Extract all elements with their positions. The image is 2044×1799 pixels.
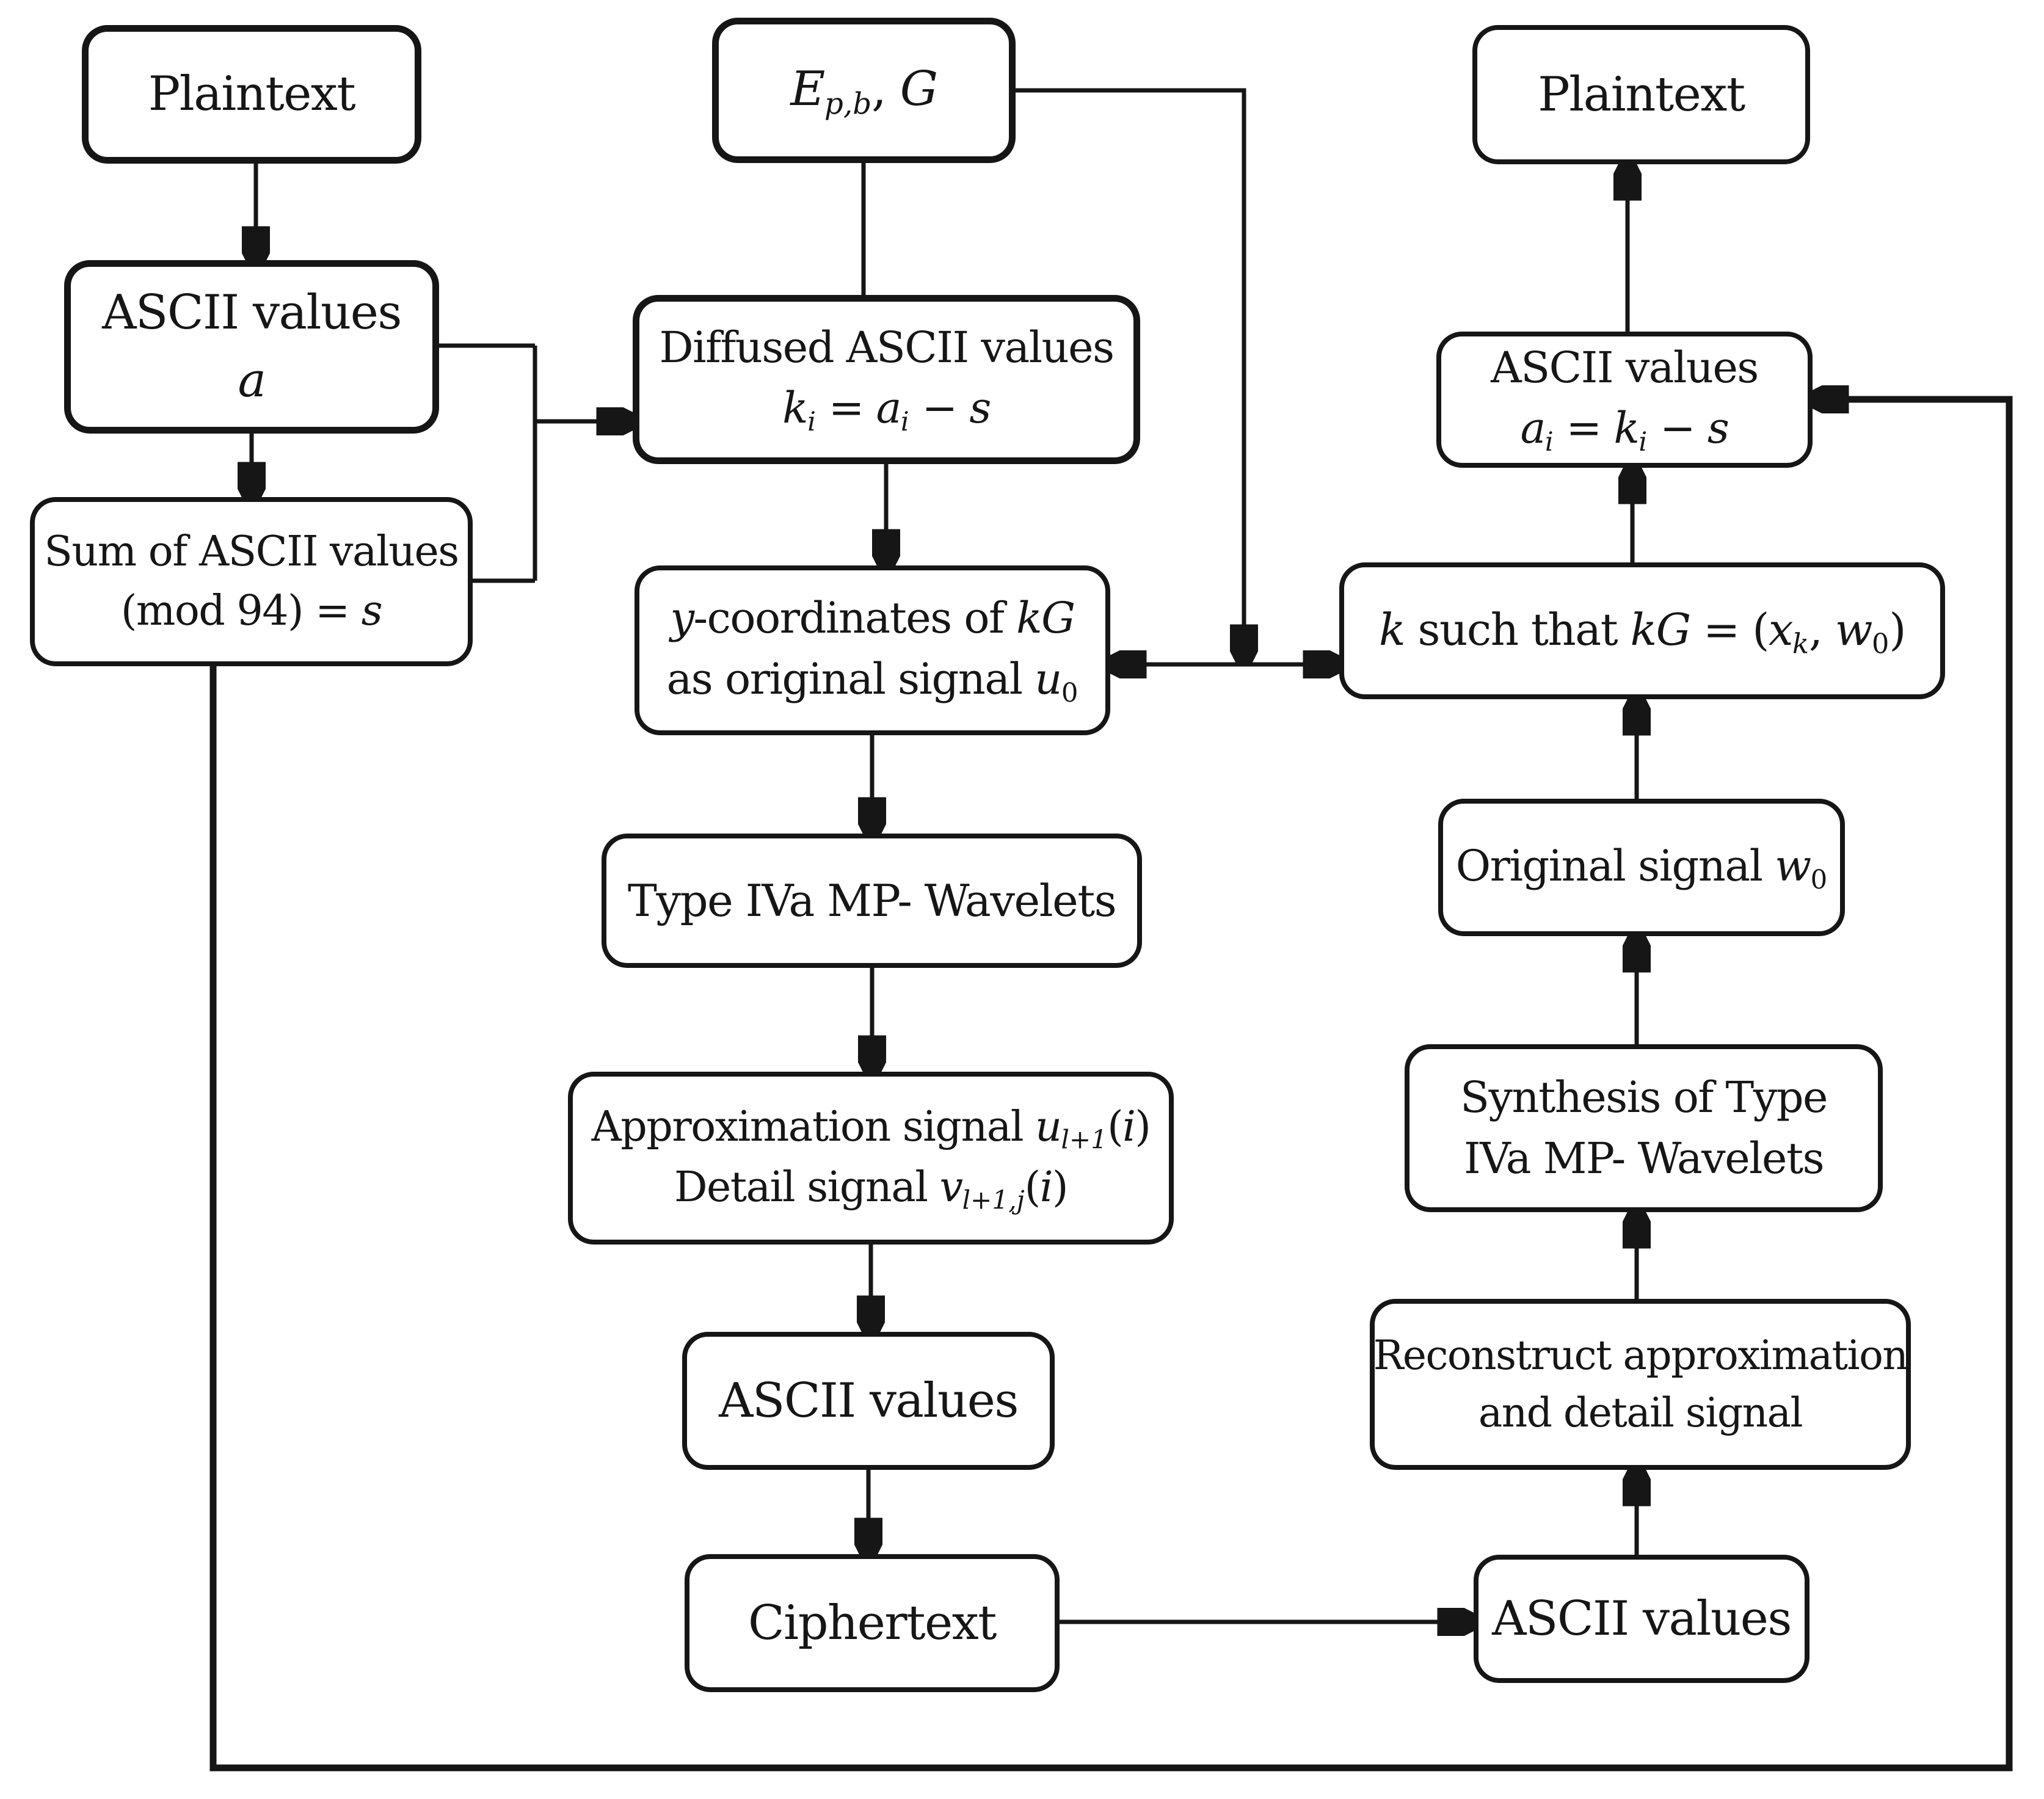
- node-ciphertext: Ciphertext: [685, 1554, 1060, 1692]
- node-label-line: Plaintext: [1538, 67, 1745, 122]
- node-label-line: Detail signal vl+1,j(i): [674, 1163, 1068, 1215]
- node-label-line: Approximation signal ul+1(i): [591, 1103, 1151, 1155]
- node-label-line: (mod 94) = s: [120, 586, 383, 635]
- node-label-line: as original signal u0: [666, 653, 1078, 708]
- node-ascii-values-a: ASCII values a: [64, 260, 439, 434]
- node-label-line: Ciphertext: [747, 1595, 997, 1651]
- node-label-line: Diffused ASCII values: [659, 322, 1115, 373]
- node-label-line: ASCII values: [719, 1373, 1019, 1428]
- node-original-signal-w0: Original signal w0: [1438, 799, 1845, 936]
- edge-eparams-elbow: [1016, 88, 1244, 655]
- node-label-line: IVa MP- Wavelets: [1463, 1133, 1825, 1183]
- node-plaintext-right: Plaintext: [1472, 25, 1810, 164]
- node-ascii-values-mid: ASCII values: [682, 1332, 1055, 1470]
- node-label-line: a: [238, 353, 266, 408]
- node-label-line: Sum of ASCII values: [44, 527, 459, 576]
- node-sum-of-ascii-values: Sum of ASCII values (mod 94) = s: [30, 497, 473, 666]
- node-label-line: Ep,b, G: [790, 61, 938, 122]
- node-k-such-that: k such that kG = (xk, w0): [1339, 562, 1945, 699]
- node-ascii-values-right-bottom: ASCII values: [1474, 1555, 1809, 1683]
- node-label-line: Synthesis of Type: [1460, 1072, 1828, 1123]
- node-approx-detail-signal: Approximation signal ul+1(i) Detail sign…: [568, 1072, 1174, 1245]
- node-ascii-values-right-top: ASCII values ai = ki − s: [1436, 332, 1813, 468]
- node-synthesis-type-iva: Synthesis of Type IVa MP- Wavelets: [1405, 1044, 1883, 1212]
- node-type-iva-wavelets: Type IVa MP- Wavelets: [602, 834, 1142, 968]
- node-label-line: Plaintext: [148, 67, 356, 122]
- node-label-line: ASCII values: [1491, 342, 1759, 393]
- node-label-line: ki = ai − s: [782, 383, 991, 438]
- node-reconstruct-approx-detail: Reconstruct approximation and detail sig…: [1370, 1299, 1911, 1470]
- node-label-line: ASCII values: [102, 285, 402, 341]
- node-label-line: Original signal w0: [1455, 840, 1828, 895]
- node-plaintext-left: Plaintext: [82, 25, 421, 164]
- node-e-curve-params: Ep,b, G: [712, 18, 1016, 163]
- node-label-line: ASCII values: [1492, 1591, 1792, 1646]
- node-label-line: k such that kG = (xk, w0): [1379, 603, 1906, 660]
- node-label-line: ai = ki − s: [1520, 403, 1729, 458]
- node-diffused-ascii-values: Diffused ASCII values ki = ai − s: [633, 295, 1140, 464]
- node-label-line: Type IVa MP- Wavelets: [627, 874, 1117, 926]
- node-label-line: Reconstruct approximation: [1373, 1332, 1908, 1379]
- edge-feedback-loop: [209, 399, 2013, 1772]
- node-label-line: y-coordinates of kG: [670, 593, 1075, 644]
- node-y-coordinates-kg: y-coordinates of kG as original signal u…: [635, 565, 1110, 735]
- node-label-line: and detail signal: [1478, 1389, 1803, 1436]
